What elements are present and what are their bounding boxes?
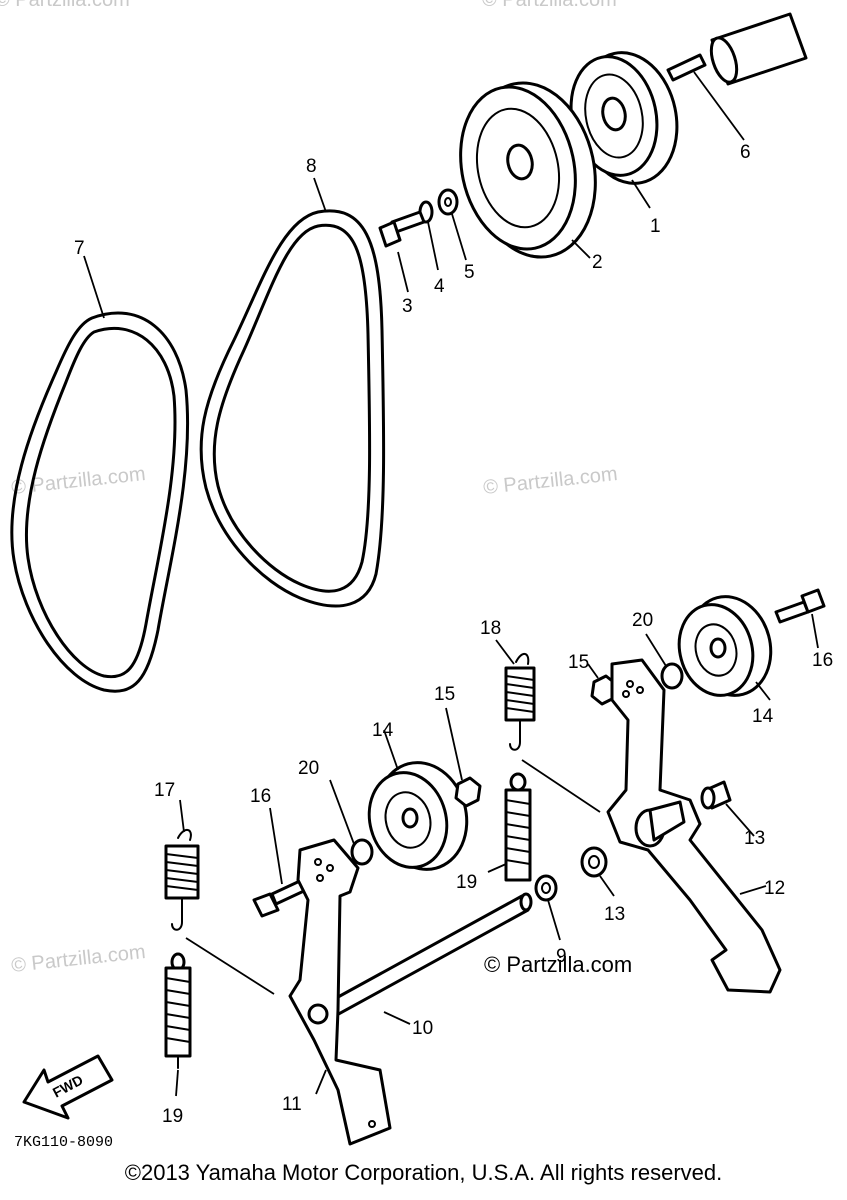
callout-11: 11	[282, 1094, 302, 1115]
callout-2: 2	[592, 252, 603, 273]
part-19-spring-left	[164, 952, 192, 1069]
callout-20-center: 20	[298, 758, 319, 779]
callout-15-right: 15	[568, 652, 589, 673]
callout-20-right: 20	[632, 610, 653, 631]
callout-17: 17	[154, 780, 175, 801]
fwd-arrow-icon: FWD	[22, 1054, 114, 1120]
callout-12: 12	[764, 878, 785, 899]
callout-5: 5	[464, 262, 475, 283]
part-14-idler-pulley-right	[677, 595, 773, 697]
part-16-bolt-center	[252, 878, 308, 918]
callout-9: 9	[556, 946, 567, 967]
part-6-key	[666, 53, 707, 82]
part-7-v-belt	[10, 311, 190, 693]
diagram-code: 7KG110-8090	[14, 1134, 113, 1151]
part-19-spring-center	[504, 772, 532, 882]
part-18-spring	[504, 653, 536, 751]
part-12-tension-arm-right	[606, 658, 782, 994]
callout-13-lower: 13	[604, 904, 625, 925]
leader-lines	[83, 71, 819, 1097]
part-16-bolt-right	[774, 588, 826, 624]
callout-3: 3	[402, 296, 413, 317]
watermark-low-center: © Partzilla.com	[484, 952, 632, 977]
callout-13-upper: 13	[744, 828, 765, 849]
callout-19-left: 19	[162, 1106, 183, 1127]
callout-16-center: 16	[250, 786, 271, 807]
callout-14-center: 14	[372, 720, 394, 741]
part-20-collar-center	[350, 838, 374, 866]
part-17-spring	[164, 829, 200, 931]
part-8-v-belt	[199, 209, 386, 608]
watermark-low-left: © Partzilla.com	[10, 941, 146, 977]
watermark-top-left: © Partzilla.com	[0, 0, 130, 11]
drive-shaft	[709, 12, 808, 86]
part-13-bushing-lower	[580, 846, 608, 878]
callout-labels: 1 2 3 4 5 6 7 8 9 10 11 12 13 13 14 14 1…	[74, 142, 833, 1127]
callout-16-right: 16	[812, 650, 833, 671]
part-15-nut-center	[454, 776, 482, 808]
watermark-top-center: © Partzilla.com	[482, 0, 617, 11]
callout-7: 7	[74, 238, 85, 259]
callout-18: 18	[480, 618, 501, 639]
callout-6: 6	[740, 142, 751, 163]
part-11-tension-arm-left	[288, 838, 392, 1146]
callout-10: 10	[412, 1018, 433, 1039]
part-5-washer	[437, 188, 459, 216]
part-20-collar-right	[660, 662, 684, 690]
callout-15-center: 15	[434, 684, 455, 705]
callout-19-center: 19	[456, 872, 477, 893]
part-9-washer	[534, 874, 558, 902]
part-2-pulley	[459, 81, 597, 259]
watermark-mid-right: © Partzilla.com	[482, 463, 618, 499]
callout-14-right: 14	[752, 706, 774, 727]
copyright-notice: ©2013 Yamaha Motor Corporation, U.S.A. A…	[124, 1160, 723, 1185]
part-13-bushing-upper	[700, 780, 732, 810]
part-3-bolt	[378, 210, 426, 248]
callout-8: 8	[306, 156, 317, 177]
callout-1: 1	[650, 216, 661, 237]
part-14-idler-pulley-center	[367, 761, 469, 871]
callout-4: 4	[434, 276, 445, 297]
